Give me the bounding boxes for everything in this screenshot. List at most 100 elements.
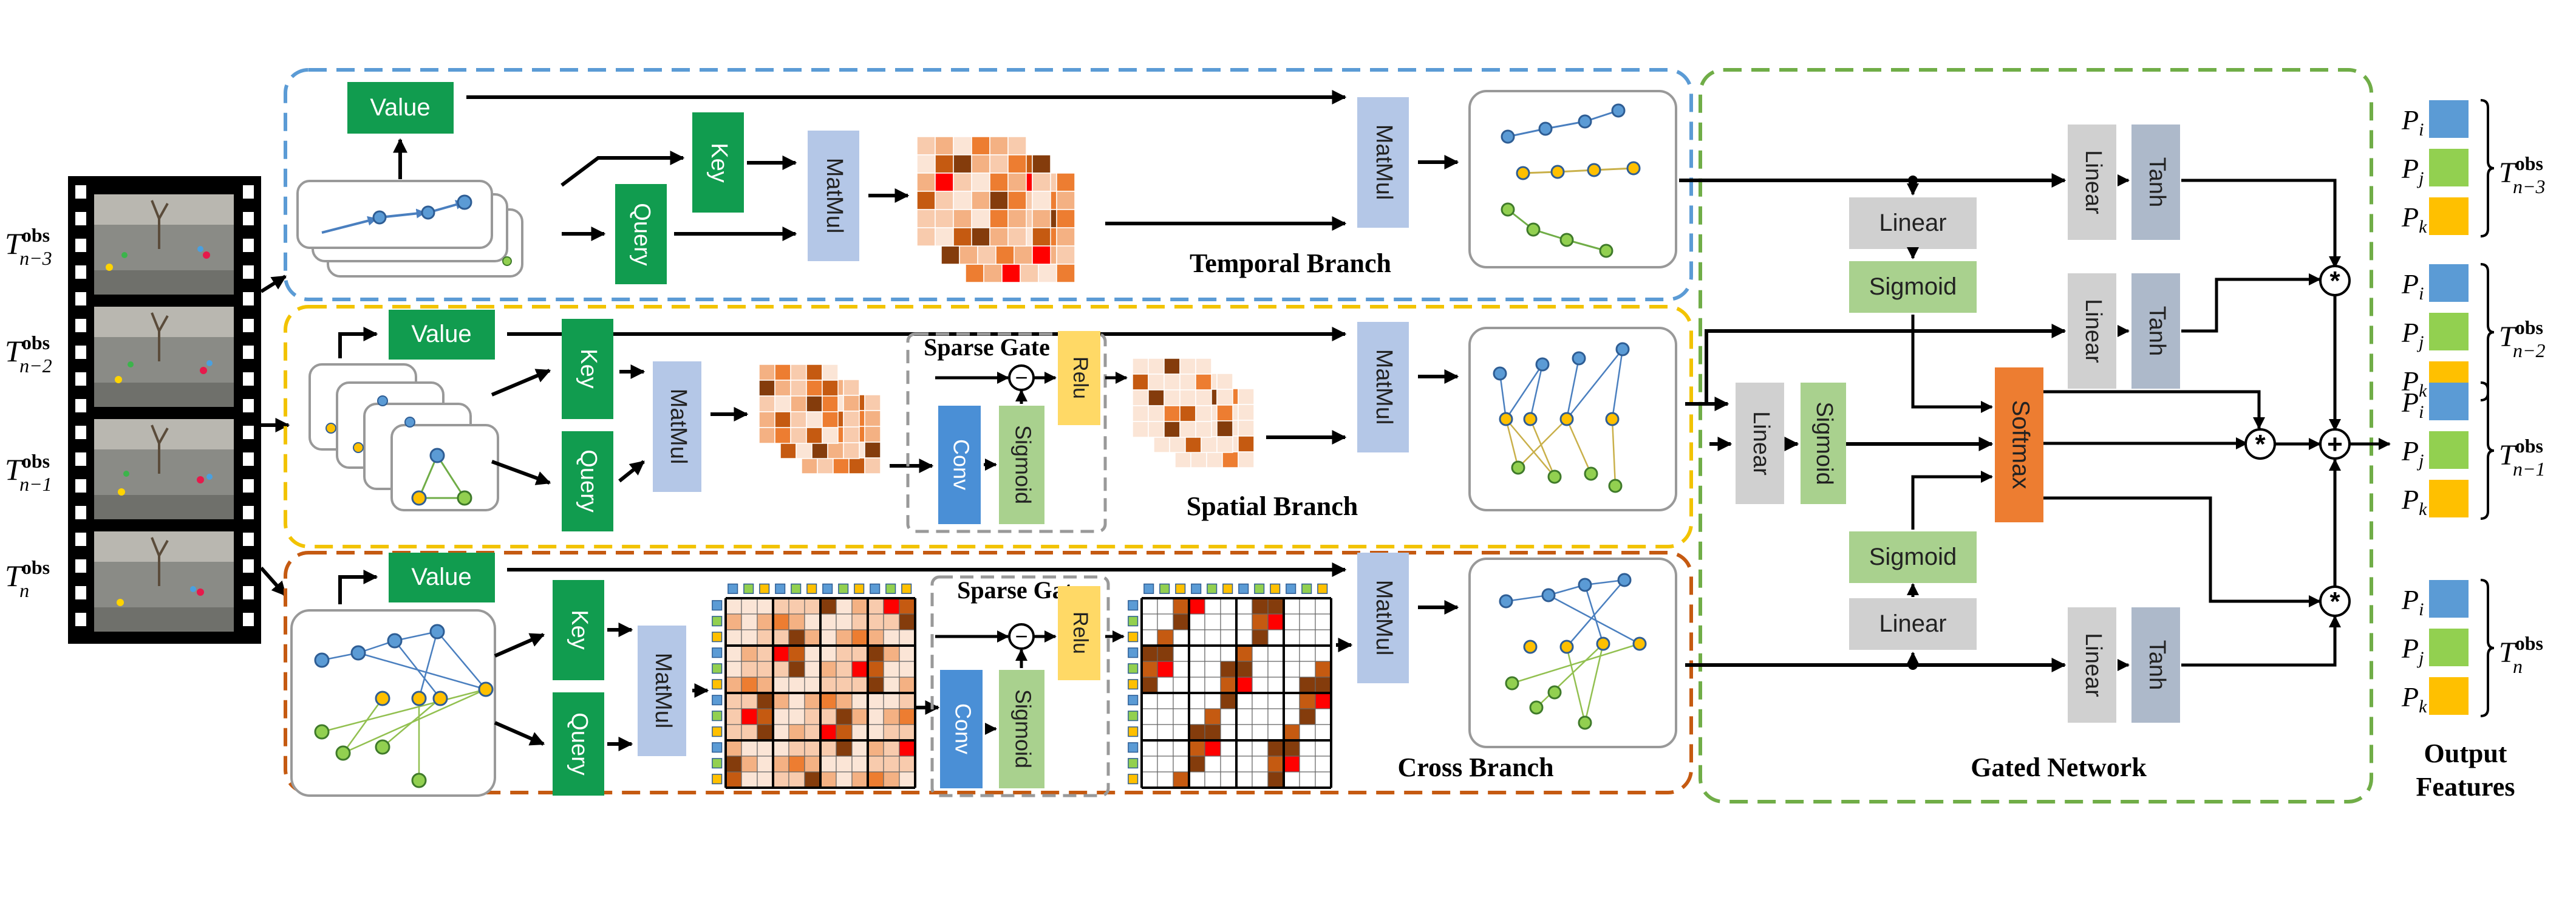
- spatial-matmul-1: [653, 361, 701, 492]
- video-frame-2: [94, 307, 234, 407]
- temporal-query-label: Query: [629, 203, 655, 265]
- matrix-cell: [851, 692, 868, 709]
- matrix-cell: [757, 740, 774, 757]
- cross-query-label: Query: [567, 712, 592, 775]
- matrix-cell: [1173, 740, 1190, 757]
- matrix-cell: [899, 740, 916, 757]
- matrix-cell: [1252, 756, 1269, 773]
- film-hole: [75, 265, 86, 279]
- output-swatch-label: Pi: [2401, 387, 2424, 422]
- film-hole: [75, 346, 86, 359]
- matrix-cell: [867, 645, 884, 662]
- cross-conv-block: [940, 670, 983, 788]
- film-hole: [75, 613, 86, 626]
- multiply-op-top-symbol: *: [2329, 266, 2340, 296]
- heatmap-cell: [1164, 374, 1181, 391]
- matrix-cell: [804, 740, 821, 757]
- matrix-cell: [1283, 613, 1300, 630]
- film-hole: [243, 212, 254, 225]
- matrix-cell: [772, 740, 789, 757]
- cross-branch-border: [284, 551, 1693, 794]
- matrix-header-swatch: [1207, 583, 1218, 594]
- matrix-cell: [899, 598, 916, 615]
- heatmap-cell: [1216, 373, 1233, 390]
- heatmap-cell: [1179, 421, 1196, 438]
- matrix-cell: [788, 598, 805, 615]
- matrix-cell: [820, 771, 837, 788]
- film-hole: [243, 506, 254, 519]
- spatial-relu-block: [1058, 331, 1100, 425]
- film-hole: [75, 426, 86, 439]
- matrix-cell: [1157, 756, 1174, 773]
- matrix-cell: [1315, 740, 1332, 757]
- cross-value-label: Value: [411, 564, 471, 590]
- heatmap-cell: [1132, 421, 1149, 438]
- matrix-cell: [1173, 756, 1190, 773]
- matrix-cell: [725, 677, 742, 694]
- multiply-op-bottom: [2319, 585, 2351, 617]
- heatmap-cell: [1132, 358, 1149, 375]
- heatmap-cell: [1238, 404, 1255, 421]
- matrix-cell: [1188, 771, 1205, 788]
- video-frame-3: [94, 419, 234, 519]
- matrix-cell: [1283, 724, 1300, 741]
- spatial-query-block: [562, 431, 613, 531]
- matrix-cell: [1315, 708, 1332, 725]
- heatmap-cell: [1032, 209, 1051, 228]
- matrix-cell: [867, 598, 884, 615]
- matrix-cell: [1188, 598, 1205, 615]
- trajectory-card: [296, 180, 493, 249]
- matrix-cell: [741, 629, 758, 646]
- matrix-cell: [867, 724, 884, 741]
- cross-key-block: [553, 580, 604, 680]
- matrix-cell: [820, 740, 837, 757]
- matrix-cell: [1299, 661, 1316, 678]
- output-swatch-label: Pk: [2401, 681, 2427, 717]
- heatmap-cell: [1056, 264, 1075, 283]
- matrix-cell: [1173, 598, 1190, 615]
- matrix-cell: [1157, 598, 1174, 615]
- matrix-cell: [757, 708, 774, 725]
- output-swatch-label: Pj: [2401, 435, 2424, 471]
- matrix-cell: [1220, 771, 1237, 788]
- heatmap-cell: [1164, 405, 1181, 422]
- heatmap-cell: [1032, 245, 1051, 265]
- matrix-cell: [725, 645, 742, 662]
- matrix-cell: [836, 692, 853, 709]
- heatmap-cell: [848, 457, 865, 474]
- matrix-cell: [1283, 598, 1300, 615]
- heatmap-cell: [1206, 451, 1223, 468]
- heatmap-cell: [843, 395, 860, 412]
- heatmap-cell: [1179, 405, 1196, 422]
- matrix-cell: [757, 724, 774, 741]
- heatmap-cell: [758, 411, 775, 428]
- film-hole: [75, 239, 86, 252]
- matrix-cell: [725, 740, 742, 757]
- matrix-cell: [867, 756, 884, 773]
- matrix-cell: [741, 724, 758, 741]
- heatmap-cell: [971, 154, 990, 174]
- matrix-row-swatch: [712, 647, 723, 658]
- add-op: [2319, 428, 2351, 460]
- heatmap-cell: [774, 380, 791, 397]
- matrix-cell: [804, 771, 821, 788]
- matrix-header-swatch: [1317, 583, 1328, 594]
- matrix-row-swatch: [1128, 726, 1139, 737]
- matrix-cell: [1173, 692, 1190, 709]
- matrix-cell: [757, 613, 774, 630]
- matrix-cell: [1236, 629, 1253, 646]
- multiply-op-top: [2319, 265, 2351, 296]
- gated-network-title: Gated Network: [1971, 752, 2147, 782]
- matrix-cell: [851, 708, 868, 725]
- gated-linear-row3: [2068, 607, 2116, 723]
- matrix-cell: [820, 645, 837, 662]
- matrix-cell: [1204, 692, 1221, 709]
- heatmap-cell: [953, 172, 972, 192]
- spatial-conv-label: Conv: [949, 439, 973, 490]
- matrix-cell: [1204, 740, 1221, 757]
- heatmap-cell: [1195, 421, 1212, 438]
- matrix-header-swatch: [1143, 583, 1154, 594]
- spatial-sparse-attention-map: [1132, 358, 1255, 468]
- matrix-cell: [851, 677, 868, 694]
